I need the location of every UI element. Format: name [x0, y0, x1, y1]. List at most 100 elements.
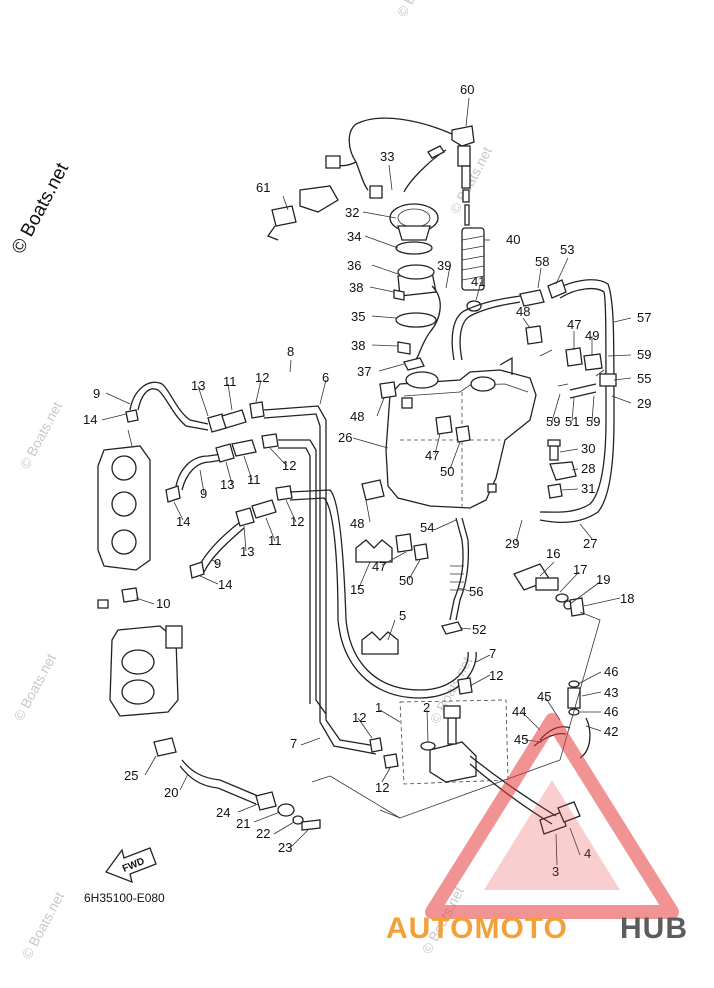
- automotohub-logo: AUTOMOTO HUB: [386, 713, 688, 945]
- callout-label: 36: [347, 258, 361, 273]
- watermark-text: © Boats.net: [394, 0, 443, 19]
- copyright-text: © Boats.net: [8, 159, 74, 257]
- callout-label: 45: [514, 732, 528, 747]
- drawing-code: 6H35100-E080: [84, 891, 165, 905]
- callout-label: 45: [537, 689, 551, 704]
- callout-label: 12: [489, 668, 503, 683]
- callout-label: 22: [256, 826, 270, 841]
- callout-label: 20: [164, 785, 178, 800]
- callout-numbers: 1 2 3 4 5 6 7 7 8 9 9 9 10 11 11 11 12 1…: [83, 82, 651, 879]
- bracket-parts: [547, 439, 577, 499]
- callout-label: 12: [290, 514, 304, 529]
- right-hoses: [451, 279, 617, 524]
- fitting-parts: [513, 563, 585, 617]
- callout-label: 9: [200, 486, 207, 501]
- callout-label: 44: [512, 704, 526, 719]
- callout-label: 33: [380, 149, 394, 164]
- callout-label: 40: [506, 232, 520, 247]
- callout-label: 12: [282, 458, 296, 473]
- callout-label: 29: [637, 396, 651, 411]
- callout-label: 58: [535, 254, 549, 269]
- callout-label: 14: [218, 577, 232, 592]
- callout-label: 18: [620, 591, 634, 606]
- watermark-text: © Boats.net: [11, 651, 60, 723]
- callout-label: 15: [350, 582, 364, 597]
- callout-label: 59: [546, 414, 560, 429]
- callout-label: 27: [583, 536, 597, 551]
- tank-cap-assembly: [389, 203, 441, 371]
- callout-label: 9: [214, 556, 221, 571]
- callout-label: 37: [357, 364, 371, 379]
- left-fuel-hoses: [97, 381, 293, 609]
- callout-label: 13: [220, 477, 234, 492]
- callout-label: 47: [567, 317, 581, 332]
- callout-label: 57: [637, 310, 651, 325]
- callout-label: 28: [581, 461, 595, 476]
- callout-label: 24: [216, 805, 230, 820]
- callout-label: 48: [516, 304, 530, 319]
- callout-label: 16: [546, 546, 560, 561]
- callout-label: 12: [352, 710, 366, 725]
- callout-label: 52: [472, 622, 486, 637]
- callout-label: 59: [586, 414, 600, 429]
- callout-label: 17: [573, 562, 587, 577]
- callout-label: 11: [223, 374, 237, 389]
- callout-label: 31: [581, 481, 595, 496]
- fwd-arrow-icon: FWD: [104, 847, 157, 884]
- callout-label: 54: [420, 520, 434, 535]
- callout-label: 13: [191, 378, 205, 393]
- hose-clamps: [355, 539, 399, 655]
- callout-label: 50: [399, 573, 413, 588]
- callout-label: 23: [278, 840, 292, 855]
- callout-label: 14: [176, 514, 190, 529]
- grommets-and-bolts: [361, 381, 471, 561]
- callout-label: 7: [290, 736, 297, 751]
- callout-label: 47: [425, 448, 439, 463]
- callout-label: 61: [256, 180, 270, 195]
- callout-label: 51: [565, 414, 579, 429]
- callout-label: 13: [240, 544, 254, 559]
- watermark-text: © Boats.net: [17, 399, 66, 471]
- callout-label: 38: [349, 280, 363, 295]
- callout-label: 10: [156, 596, 170, 611]
- engine-block: [97, 429, 183, 717]
- callout-label: 2: [423, 700, 430, 715]
- callout-label: 6: [322, 370, 329, 385]
- callout-label: 26: [338, 430, 352, 445]
- callout-label: 12: [375, 780, 389, 795]
- callout-label: 12: [255, 370, 269, 385]
- callout-label: 50: [440, 464, 454, 479]
- callout-label: 21: [236, 816, 250, 831]
- wire-harness: [266, 117, 453, 241]
- callout-label: 32: [345, 205, 359, 220]
- callout-label: 9: [93, 386, 100, 401]
- drain-hose: [449, 517, 470, 621]
- callout-label: 42: [604, 724, 618, 739]
- callout-label: 11: [247, 472, 261, 487]
- watermark-text: © Boats.net: [19, 889, 68, 961]
- callout-label: 55: [637, 371, 651, 386]
- callout-label: 5: [399, 608, 406, 623]
- callout-label: 30: [581, 441, 595, 456]
- callout-label: 53: [560, 242, 574, 257]
- callout-label: 1: [375, 700, 382, 715]
- leader-lines: [101, 97, 632, 866]
- logo-text-hub: HUB: [620, 912, 688, 945]
- callout-label: 59: [637, 347, 651, 362]
- callout-label: 56: [469, 584, 483, 599]
- callout-label: 48: [350, 516, 364, 531]
- callout-label: 48: [350, 409, 364, 424]
- watermark-text: © Boats.net: [447, 144, 496, 216]
- logo-text-automoto: AUTOMOTO: [386, 912, 568, 945]
- callout-label: 25: [124, 768, 138, 783]
- callout-label: 7: [489, 646, 496, 661]
- callout-label: 49: [585, 328, 599, 343]
- callout-label: 35: [351, 309, 365, 324]
- callout-label: 47: [372, 559, 386, 574]
- callout-label: 29: [505, 536, 519, 551]
- center-hoses: [263, 405, 477, 755]
- callout-label: 46: [604, 664, 618, 679]
- lower-left-parts: [153, 737, 321, 831]
- callout-label: 60: [460, 82, 474, 97]
